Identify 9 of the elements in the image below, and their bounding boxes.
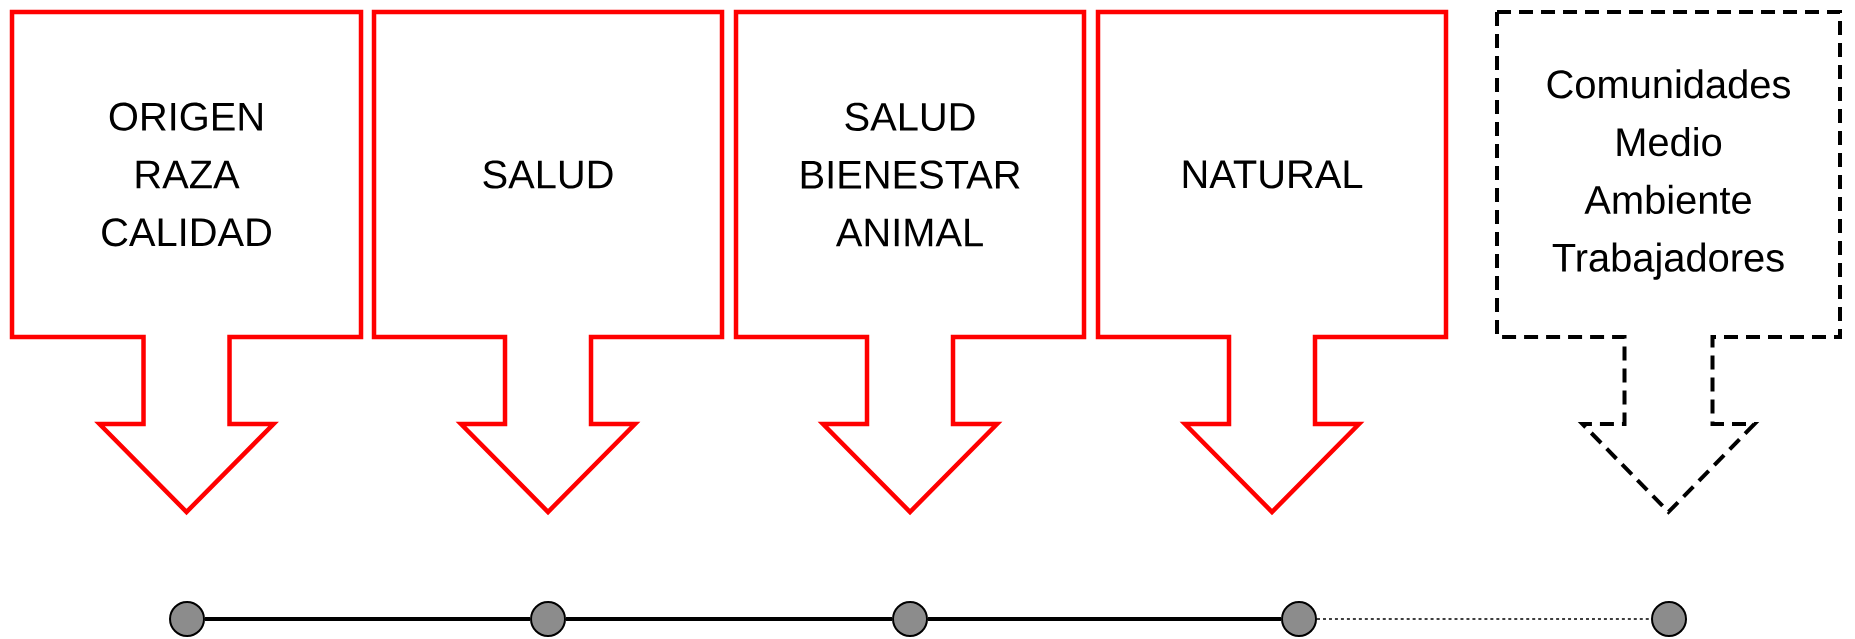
dashed-line — [1316, 618, 1652, 620]
timeline-point — [1651, 601, 1687, 637]
timeline-point — [892, 601, 928, 637]
timeline-line — [928, 617, 1281, 621]
timeline-point — [169, 601, 205, 637]
timeline-point — [1281, 601, 1317, 637]
timeline-line — [205, 617, 530, 621]
timeline-line — [566, 617, 892, 621]
timeline-point — [530, 601, 566, 637]
